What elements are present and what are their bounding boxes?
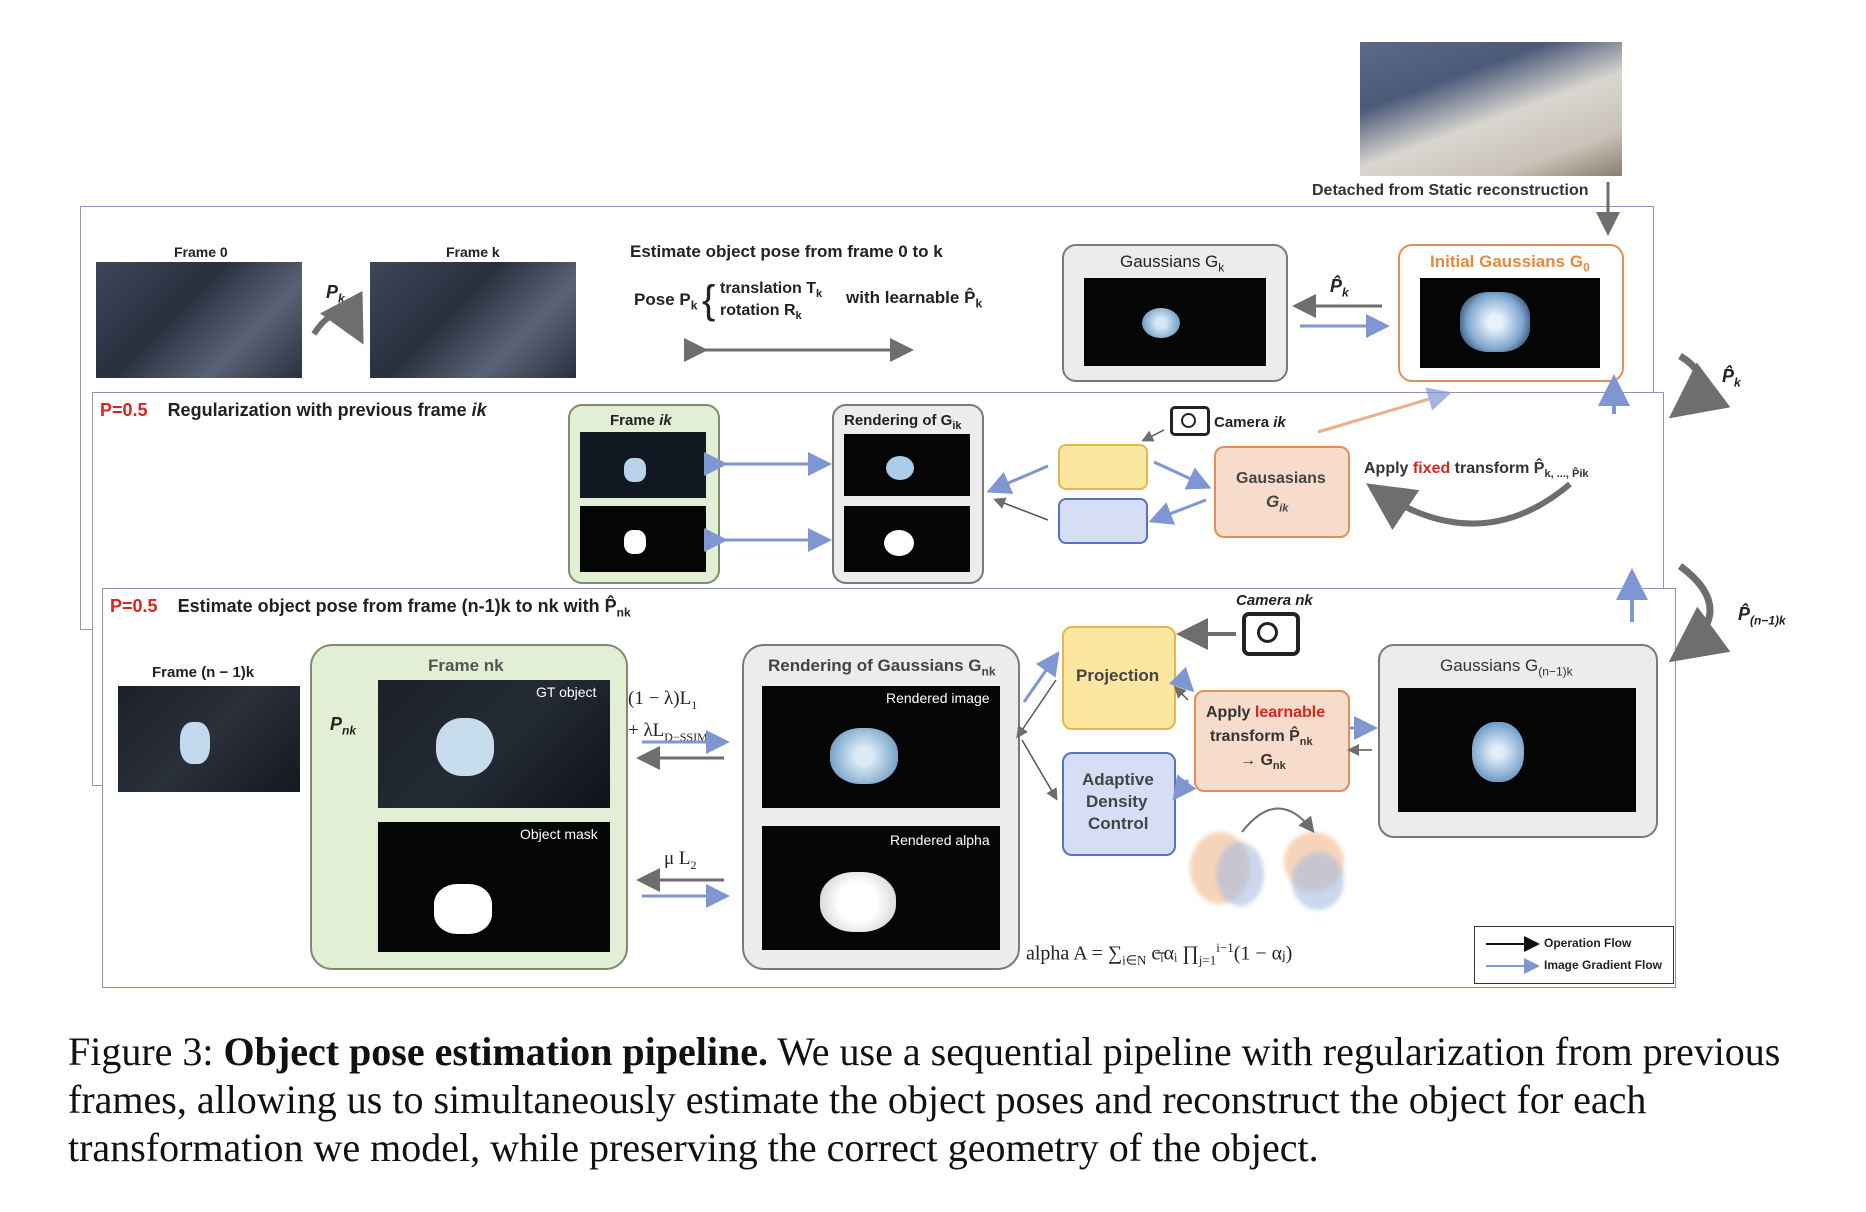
gaussians-gn1k-object xyxy=(1472,722,1524,782)
object-mask-image xyxy=(378,822,610,952)
camera-ik-label: Camera ik xyxy=(1214,414,1286,431)
framek-label: Frame k xyxy=(446,244,500,260)
loss1-label: (1 − λ)L1 + λLD−SSIM xyxy=(628,688,708,744)
gt-object-image xyxy=(378,680,610,808)
static-note: Detached from Static reconstruction xyxy=(1312,182,1589,199)
bot-side-curve-arrow xyxy=(1668,563,1731,663)
legend-operation-label: Operation Flow xyxy=(1544,936,1632,950)
caption-rest: We use a sequential pipeline with regula… xyxy=(68,1029,1781,1170)
legend-box xyxy=(1474,926,1674,984)
rendered-image-label: Rendered image xyxy=(886,690,990,706)
rendering-gik-object xyxy=(886,456,914,480)
initial-gaussians-label: Initial Gaussians G0 xyxy=(1430,252,1590,275)
legend-gradient-label: Image Gradient Flow xyxy=(1544,958,1663,972)
gaussians-gn1k-label: Gaussians G(n−1)k xyxy=(1440,656,1573,679)
frame0-label: Frame 0 xyxy=(174,244,228,260)
caption-prefix: Figure 3: xyxy=(68,1029,224,1074)
gaussians-gk-label: Gaussians Gk xyxy=(1120,252,1225,275)
frame0-image xyxy=(96,262,302,378)
frame-ik-mask-shape xyxy=(624,530,646,554)
static-reconstruction-image xyxy=(1360,42,1622,176)
camera-ik-icon xyxy=(1170,406,1210,436)
projection-box xyxy=(1062,626,1176,730)
rendered-alpha-label: Rendered alpha xyxy=(890,832,990,848)
control-label: Control xyxy=(1088,814,1149,833)
adaptive-label: Adaptive xyxy=(1082,770,1154,789)
learnable-label: with learnable P̂k xyxy=(846,288,983,311)
initial-gaussians-object xyxy=(1460,292,1530,352)
density-label: Density xyxy=(1086,792,1148,811)
estimate-title: Estimate object pose from frame 0 to k xyxy=(630,242,943,261)
rendering-gnk-label: Rendering of Gaussians Gnk xyxy=(768,656,996,679)
frame-n1k-object xyxy=(180,722,210,764)
arrow-gnk-label: → Gnk xyxy=(1240,752,1286,773)
ellipse-decoration-2 xyxy=(1216,842,1264,906)
pk-label: Pk xyxy=(326,282,345,306)
rendering-gik-alpha-shape xyxy=(884,530,914,556)
caption-bold: Object pose estimation pipeline. xyxy=(223,1029,768,1074)
gik-label: Gik xyxy=(1266,492,1289,515)
mid-yellow-box xyxy=(1058,444,1148,490)
rendering-gik-label: Rendering of Gik xyxy=(844,412,962,432)
apply-learnable-box xyxy=(1194,690,1350,792)
ellipse-decoration-4 xyxy=(1292,852,1344,910)
frame-n1k-label: Frame (n − 1)k xyxy=(152,664,255,681)
camera-nk-lens xyxy=(1257,622,1278,643)
frame-ik-label: Frame ik xyxy=(610,412,672,429)
object-mask-label: Object mask xyxy=(520,826,598,842)
mid-blue-box xyxy=(1058,498,1148,544)
apply-fixed-label: Apply fixed transform P̂k, ..., P̂ik xyxy=(1364,460,1589,481)
adaptive-density-box xyxy=(1062,752,1176,856)
rendered-alpha-object xyxy=(820,872,896,932)
loss2-label: μ L2 xyxy=(664,848,697,872)
pose-brace: { xyxy=(702,278,716,322)
camera-nk-icon xyxy=(1242,612,1300,656)
frame-ik-object xyxy=(624,458,646,482)
pnk-label: Pnk xyxy=(330,714,357,738)
top-side-curve-arrow xyxy=(1668,352,1731,419)
transform-label: transform P̂nk xyxy=(1210,728,1313,749)
camera-ik-lens xyxy=(1181,413,1196,428)
translation-label: translation Tk xyxy=(720,280,823,301)
gaussians-gik-box xyxy=(1214,446,1350,538)
camera-nk-label: Camera nk xyxy=(1236,592,1313,609)
frame-nk-label: Frame nk xyxy=(428,656,504,675)
gt-object-label: GT object xyxy=(536,684,597,700)
framek-image xyxy=(370,262,576,378)
pose-label: Pose Pk xyxy=(634,290,698,313)
apply-learnable-label: Apply learnable xyxy=(1206,704,1326,721)
gk-object xyxy=(1142,308,1180,338)
alpha-formula: alpha A = ∑i∈N c̶ᵢαᵢ ∏j=1i−1(1 − αⱼ) xyxy=(1026,940,1293,968)
object-mask-shape xyxy=(434,884,492,934)
rendered-image-object xyxy=(830,728,898,784)
gausasians-label: Gausasians xyxy=(1236,470,1326,487)
rotation-label: rotation Rk xyxy=(720,302,802,323)
side-phat-n1k: P̂(n−1)k xyxy=(1738,604,1786,628)
phat-k-label: P̂k xyxy=(1330,276,1349,300)
side-phat-k: P̂k xyxy=(1722,366,1741,390)
figure-caption: Figure 3: Object pose estimation pipelin… xyxy=(68,1028,1808,1172)
gt-object-shape xyxy=(436,718,494,776)
projection-label: Projection xyxy=(1076,666,1160,685)
mid-title: P=0.5 Regularization with previous frame… xyxy=(100,400,487,420)
bot-title: P=0.5 Estimate object pose from frame (n… xyxy=(110,596,631,620)
